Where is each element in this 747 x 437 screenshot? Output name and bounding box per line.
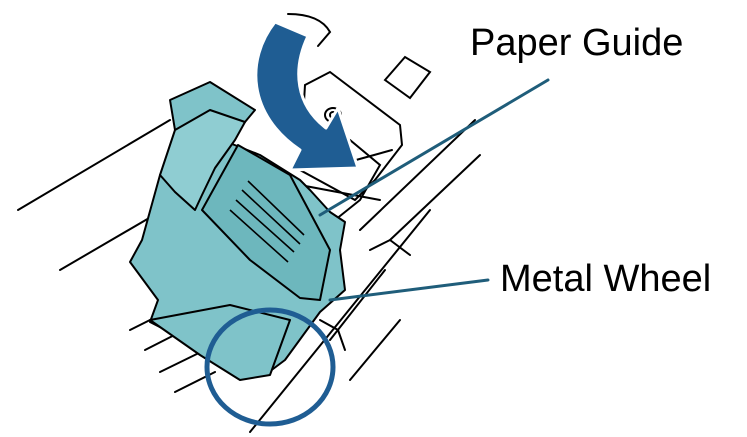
paper-guide-callout-line xyxy=(318,78,550,217)
curved-arrow-icon xyxy=(254,20,360,172)
paper-guide-grooves xyxy=(229,180,305,263)
paper-guide-label: Paper Guide xyxy=(470,22,684,64)
paper-guide-front-plate xyxy=(149,304,291,381)
scanner-body-lines xyxy=(17,13,481,433)
paper-guide-part xyxy=(129,81,346,381)
paper-guide-ridge xyxy=(201,144,331,301)
highlight-circle xyxy=(204,307,336,427)
metal-wheel-callout-line xyxy=(328,278,490,302)
paper-guide-top-face xyxy=(159,109,246,211)
metal-wheel-label: Metal Wheel xyxy=(500,258,712,300)
